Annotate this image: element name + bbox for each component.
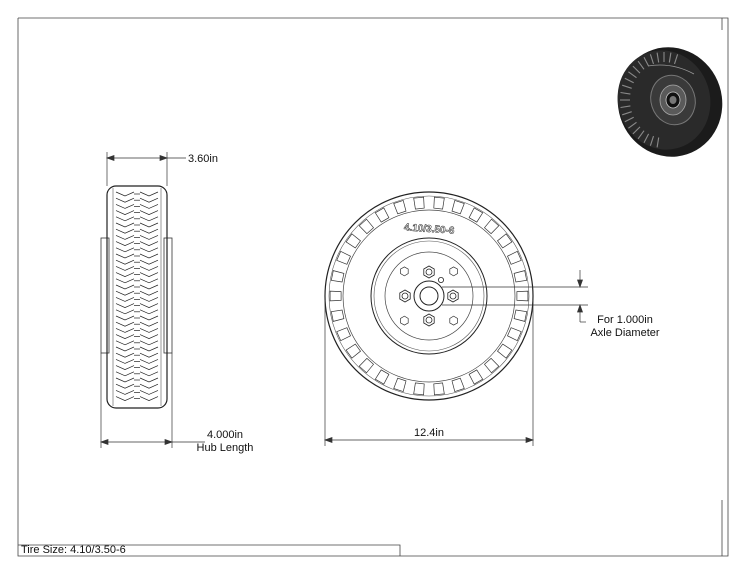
rim-hole	[449, 315, 458, 326]
tire-sidewall-marking: 4.10/3.50-6	[404, 222, 456, 237]
lug-nut	[423, 265, 435, 279]
tread-lug	[513, 270, 528, 283]
hub-length-label: Hub Length	[197, 442, 254, 454]
iso-tread-mark	[637, 60, 645, 70]
tread-lug	[393, 199, 407, 215]
lug-nut	[399, 289, 411, 303]
rim-hole	[400, 315, 409, 326]
diameter-dimension	[323, 300, 535, 446]
iso-tread-mark	[628, 121, 637, 129]
iso-tread-mark	[649, 135, 655, 146]
tread-lug	[516, 290, 529, 302]
valve-stem	[437, 276, 444, 283]
iso-tread-mark	[637, 130, 645, 140]
tread-lugs	[329, 196, 529, 396]
iso-tread-mark	[643, 133, 650, 144]
iso-tread-mark	[632, 65, 641, 74]
tread-lug	[468, 369, 484, 385]
tread-lug	[484, 357, 500, 374]
tire-side-view	[100, 185, 173, 409]
iso-tread-mark	[649, 54, 655, 65]
tread-lug	[433, 196, 445, 210]
tread-lug	[497, 343, 513, 359]
tread-lug	[507, 250, 522, 265]
axle-value: For 1.000in	[597, 314, 653, 326]
iso-tread-mark	[624, 116, 634, 123]
tread-lug	[433, 382, 445, 396]
hub-bolts	[399, 265, 459, 327]
diameter-label: 12.4in	[414, 427, 444, 439]
rim-hole	[449, 266, 458, 277]
tread-lug	[336, 327, 351, 342]
tread-lug	[336, 250, 351, 265]
iso-tread-mark	[622, 111, 632, 116]
tire-front-view	[324, 191, 534, 401]
tread-lug	[358, 357, 374, 374]
tire-size-label: Tire Size: 4.10/3.50-6	[21, 544, 126, 556]
axle-dimension	[442, 270, 588, 323]
axle-bore	[419, 286, 439, 306]
iso-tread-mark	[628, 71, 637, 79]
tread-lug	[329, 290, 342, 302]
tread-lug	[345, 233, 361, 249]
rim-outer	[370, 237, 488, 355]
iso-tread-mark	[624, 77, 634, 84]
hub-length-dimension	[99, 353, 205, 448]
iso-tread-mark	[620, 91, 631, 95]
lug-nut	[423, 313, 435, 327]
hub-length-value: 4.000in	[207, 429, 243, 441]
isometric-tire-thumbnail	[617, 47, 723, 157]
iso-tread-mark	[643, 56, 650, 67]
iso-tread-mark	[668, 52, 672, 63]
tread-lug	[330, 270, 345, 283]
drawing-border	[17, 17, 729, 557]
tread-lug	[413, 382, 425, 396]
tread-lug	[413, 196, 425, 210]
iso-tread-mark	[673, 54, 679, 65]
iso-tread-mark	[656, 137, 660, 148]
tread-lug	[451, 377, 465, 393]
iso-tread-mark	[656, 52, 660, 63]
tread-lug	[497, 233, 513, 249]
tread-lug	[484, 218, 500, 235]
iso-tread-mark	[632, 126, 641, 135]
iso-tread-mark	[620, 105, 631, 109]
hub-flange-right	[163, 237, 173, 354]
tire-sidewall-circle	[342, 209, 516, 383]
tread-lug	[468, 207, 484, 223]
tread-lug	[358, 218, 374, 235]
tread-pattern	[115, 191, 159, 401]
tread-lug	[374, 369, 390, 385]
tread-lug	[374, 207, 390, 223]
tread-lug	[513, 309, 528, 322]
tread-lug	[393, 377, 407, 393]
tread-lug	[507, 327, 522, 342]
rim-inner	[384, 251, 474, 341]
rim-hole	[400, 266, 409, 277]
iso-tread-mark	[622, 84, 632, 89]
tread-lug	[451, 199, 465, 215]
hub-center	[413, 280, 445, 312]
tread-lug	[345, 343, 361, 359]
tire-profile	[106, 185, 168, 409]
lug-nut	[447, 289, 459, 303]
hub-flange-left	[100, 237, 110, 354]
axle-label: Axle Diameter	[590, 327, 659, 339]
width-dimension	[105, 152, 186, 186]
tire-outer-circle	[324, 191, 534, 401]
tread-lug	[330, 309, 345, 322]
width-label: 3.60in	[188, 153, 218, 165]
